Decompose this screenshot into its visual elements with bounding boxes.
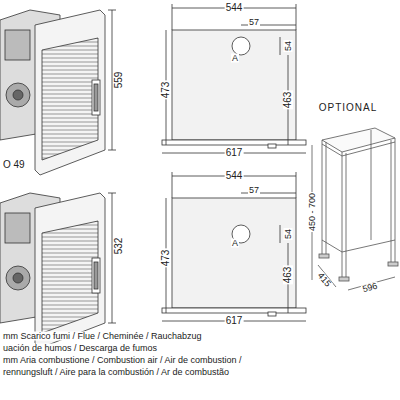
insert-perspective [0,10,116,175]
dimension: 617 [225,316,244,326]
legend-note: rennungsluft / Aire para la combustión /… [2,368,230,377]
dimension: 544 [225,171,244,181]
dimension: 415 [315,271,333,290]
insert-perspective [0,193,116,348]
dimension: 544 [225,3,244,13]
optional-label: OPTIONAL [318,103,379,113]
dimension: 596 [361,281,380,294]
dimension: 532 [114,237,124,256]
front-view [162,172,306,321]
dimension: 473 [161,81,171,100]
legend-note: uación de humos / Descarga de fumos [2,344,158,353]
dimension: 463 [283,266,293,285]
optional-stand [312,128,398,290]
dimension: 57 [248,186,260,195]
dimension: 559 [114,71,124,90]
dimension: 463 [283,91,293,110]
legend-note: mm Scarico fumi / Flue / Cheminée / Rauc… [2,332,203,341]
connection-mark: A [231,239,239,248]
connection-mark: A [231,54,239,63]
front-view [162,4,306,153]
dimension: 54 [284,40,293,52]
legend-note: mm Aria combustione / Combustion air / A… [2,356,243,365]
model-name: O 49 [2,160,26,170]
dimension: 450 - 700 [308,192,317,232]
dimension: 57 [248,18,260,27]
dimension: 473 [161,249,171,268]
dimension: 617 [225,148,244,158]
dimension: 54 [284,228,293,240]
